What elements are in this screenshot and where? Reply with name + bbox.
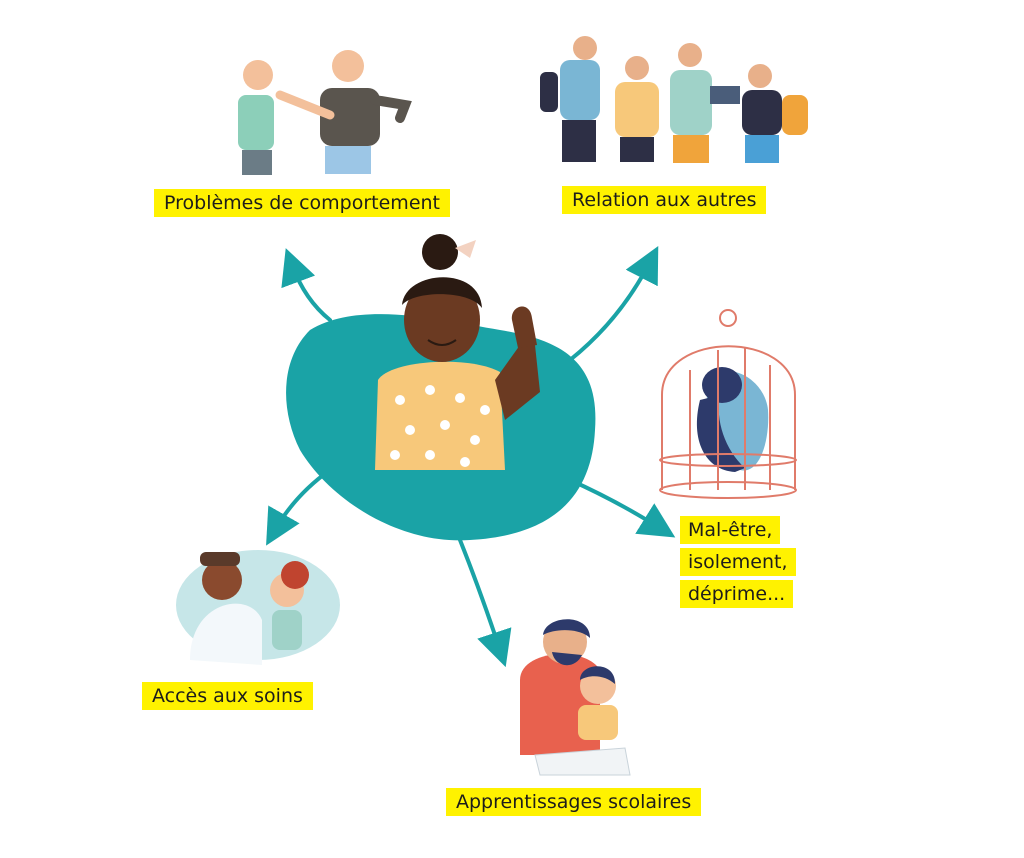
arrow-care	[266, 468, 332, 546]
label-malaise-line-2: isolement,	[680, 548, 796, 576]
caged-sad-child-icon	[659, 309, 797, 499]
group-of-teens-icon	[540, 36, 808, 163]
doctor-child-icon	[176, 550, 340, 665]
fighting-boys-icon	[238, 50, 412, 175]
label-malaise: Mal-être, isolement, déprime...	[680, 516, 796, 612]
waving-girl-icon	[286, 234, 596, 541]
arrow-relations	[568, 246, 659, 362]
arrow-behavior	[281, 248, 332, 322]
arrow-malaise	[568, 478, 676, 538]
label-malaise-line-3: déprime...	[680, 580, 794, 608]
father-son-reading-icon	[520, 619, 631, 776]
label-malaise-line-1: Mal-être,	[680, 516, 781, 544]
arrow-school	[458, 538, 512, 668]
label-care: Accès aux soins	[142, 682, 313, 710]
label-behavior: Problèmes de comportement	[154, 189, 451, 217]
label-school: Apprentissages scolaires	[446, 788, 702, 816]
label-relations: Relation aux autres	[562, 186, 767, 214]
